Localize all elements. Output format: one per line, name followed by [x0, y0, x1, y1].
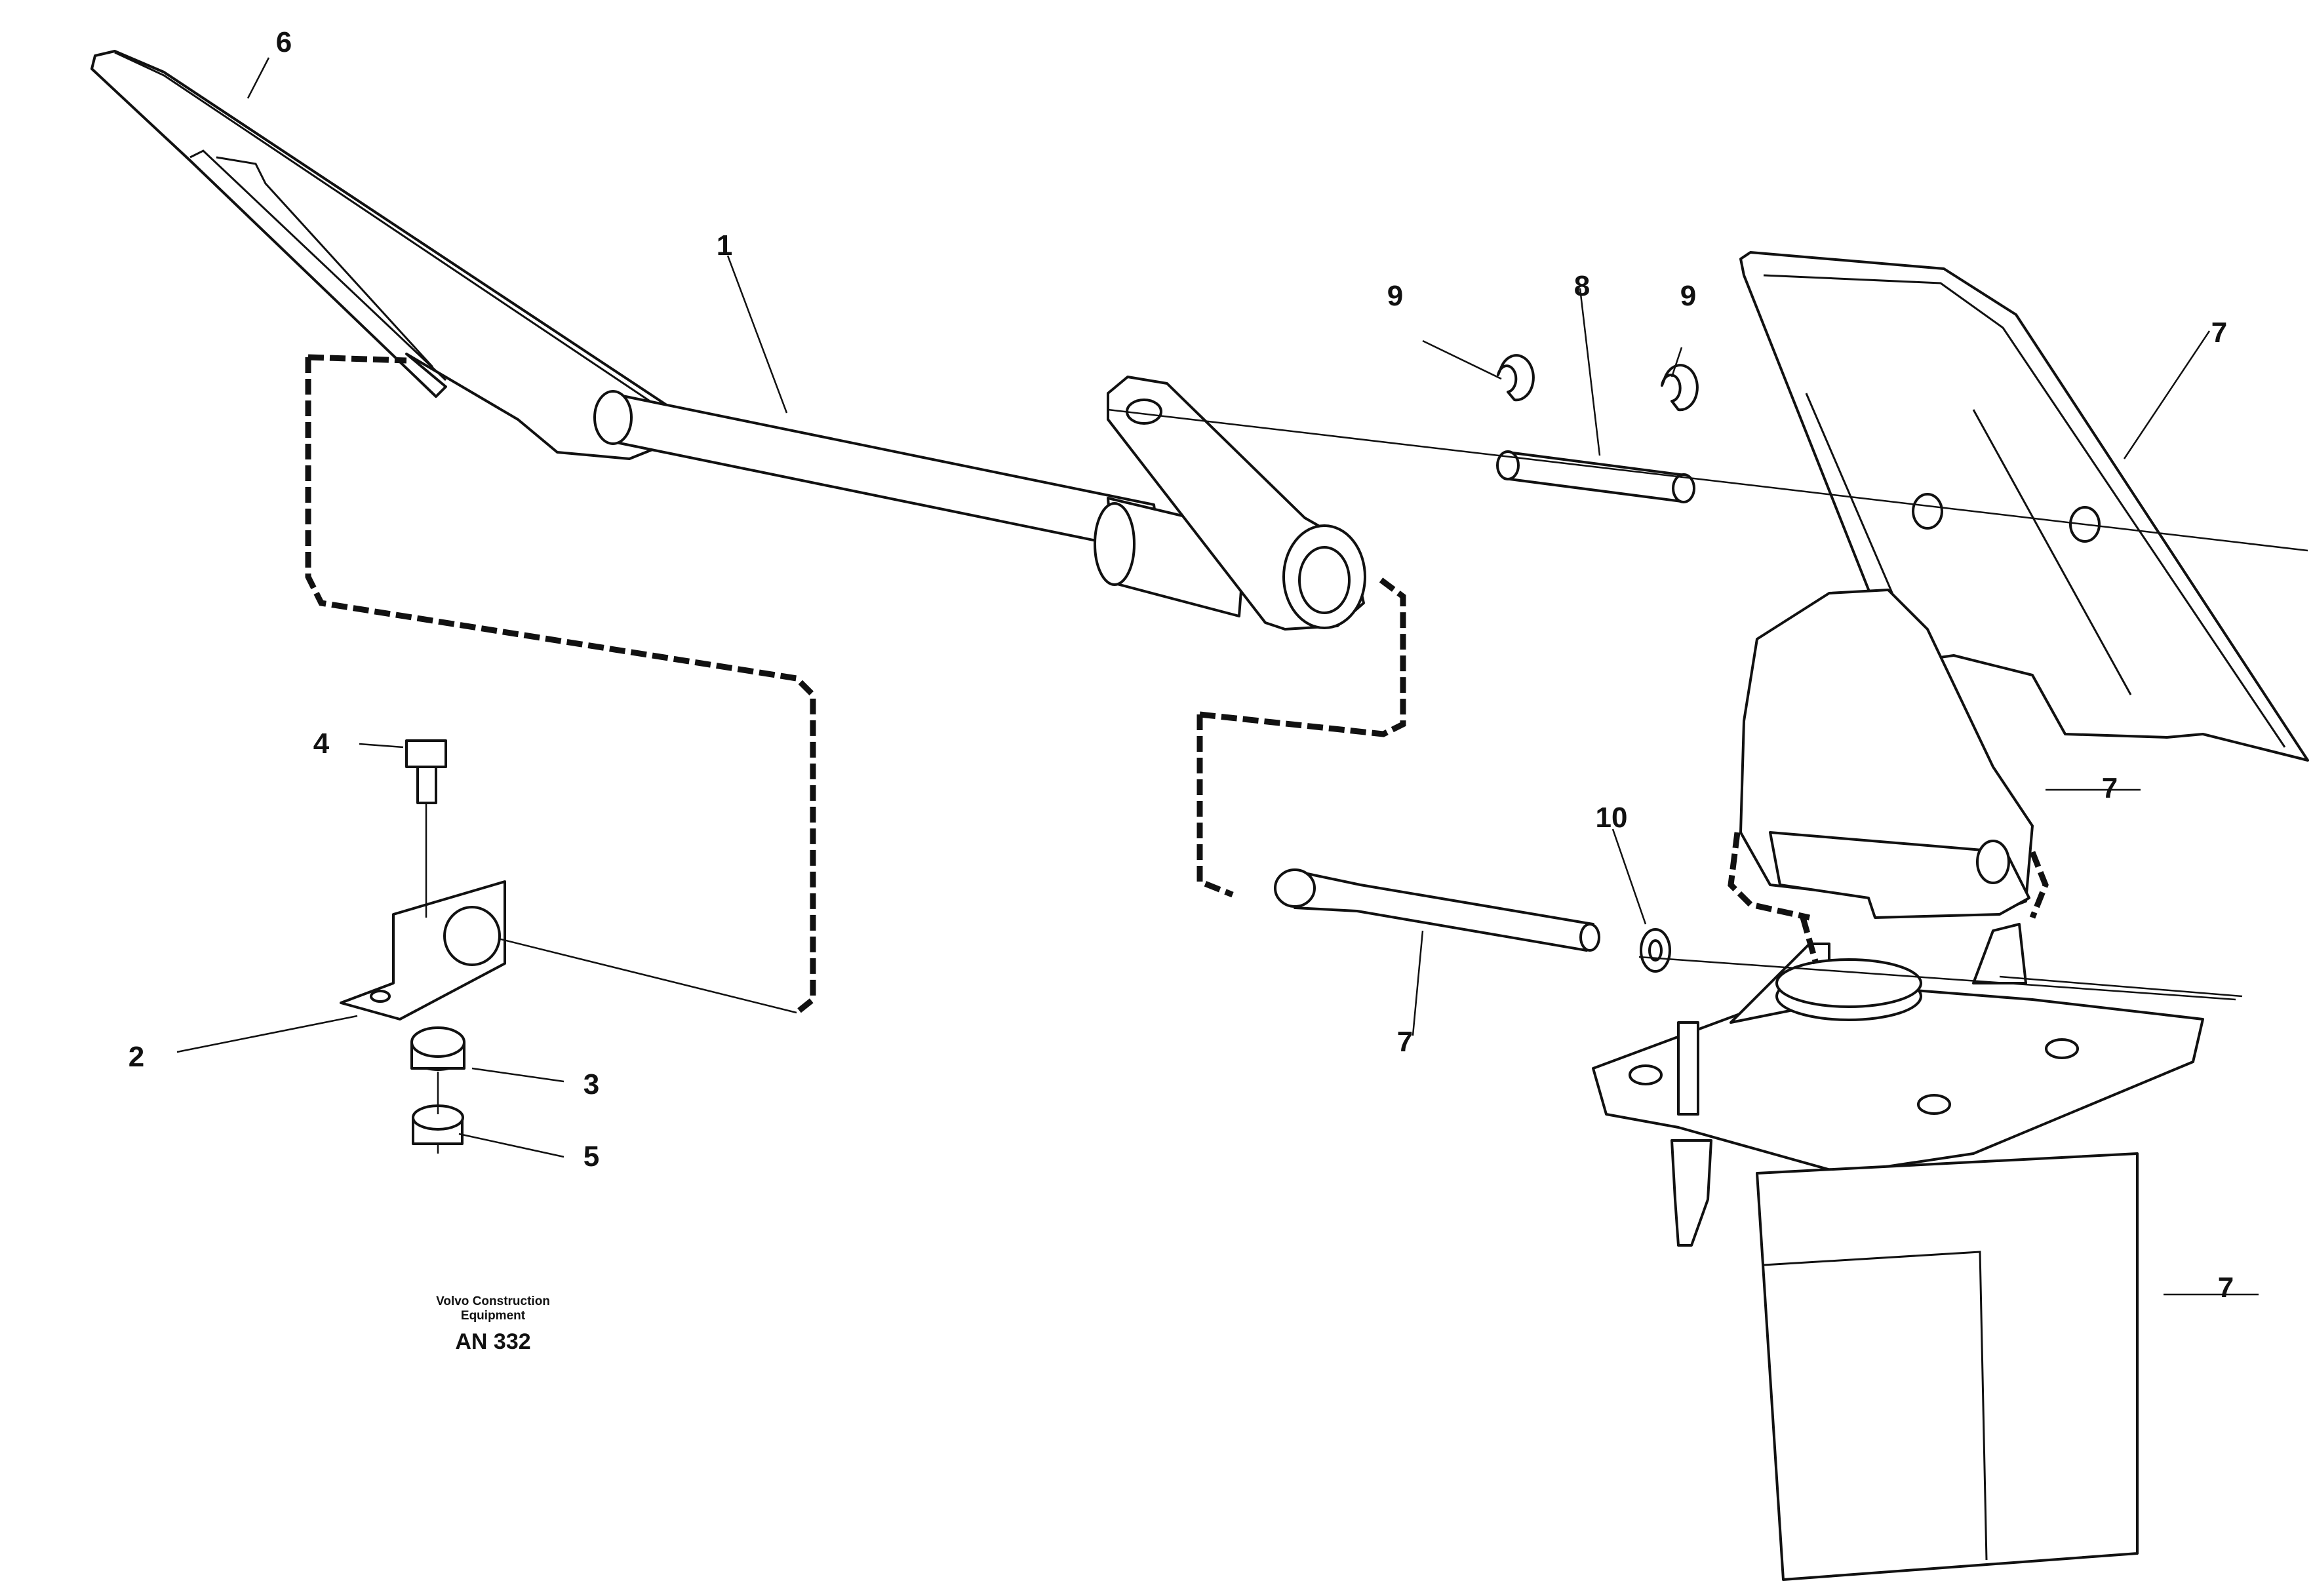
nut-5-part	[412, 1104, 464, 1145]
bracket-2-part	[340, 880, 506, 1021]
credit-company: Volvo Construction	[436, 1294, 550, 1308]
callout-6: 6	[275, 26, 292, 58]
callout-9-right: 9	[1680, 280, 1697, 312]
callout-leaders	[176, 57, 2259, 1296]
callout-4: 4	[313, 728, 330, 760]
callout-3: 3	[583, 1068, 600, 1100]
long-pin-part	[1274, 868, 1600, 952]
left-pedal-part	[90, 50, 690, 460]
callout-7-hinge: 7	[2101, 772, 2118, 804]
pedal-hinge-part	[1739, 589, 2034, 919]
base-housing-part	[1592, 923, 2204, 1581]
lever-arm-part	[1107, 376, 1366, 631]
callout-7-pedal: 7	[2211, 317, 2228, 349]
washer-10-part	[1640, 928, 1671, 973]
credit-division: Equipment	[460, 1309, 526, 1323]
spacer-3-part	[410, 1026, 465, 1071]
callout-8: 8	[1573, 270, 1591, 302]
pin-8-part	[1496, 450, 1695, 503]
circlip-9a-part	[1497, 354, 1535, 402]
callout-9-left: 9	[1387, 280, 1404, 312]
circlip-9b-part	[1661, 364, 1699, 412]
assembly-boundary-lines	[305, 354, 2049, 1015]
callout-7-pin: 7	[1396, 1026, 1414, 1058]
callout-1: 1	[716, 229, 733, 262]
callout-10: 10	[1595, 802, 1628, 834]
callout-7-housing: 7	[2217, 1272, 2234, 1304]
bolt-4-part	[405, 739, 447, 804]
publisher-credit: Volvo Construction Equipment AN 332	[436, 1294, 550, 1356]
drawing-number: AN 332	[455, 1329, 531, 1354]
assembly-axis-lines	[425, 408, 2308, 1154]
callout-2: 2	[128, 1041, 145, 1073]
callout-5: 5	[583, 1140, 600, 1173]
